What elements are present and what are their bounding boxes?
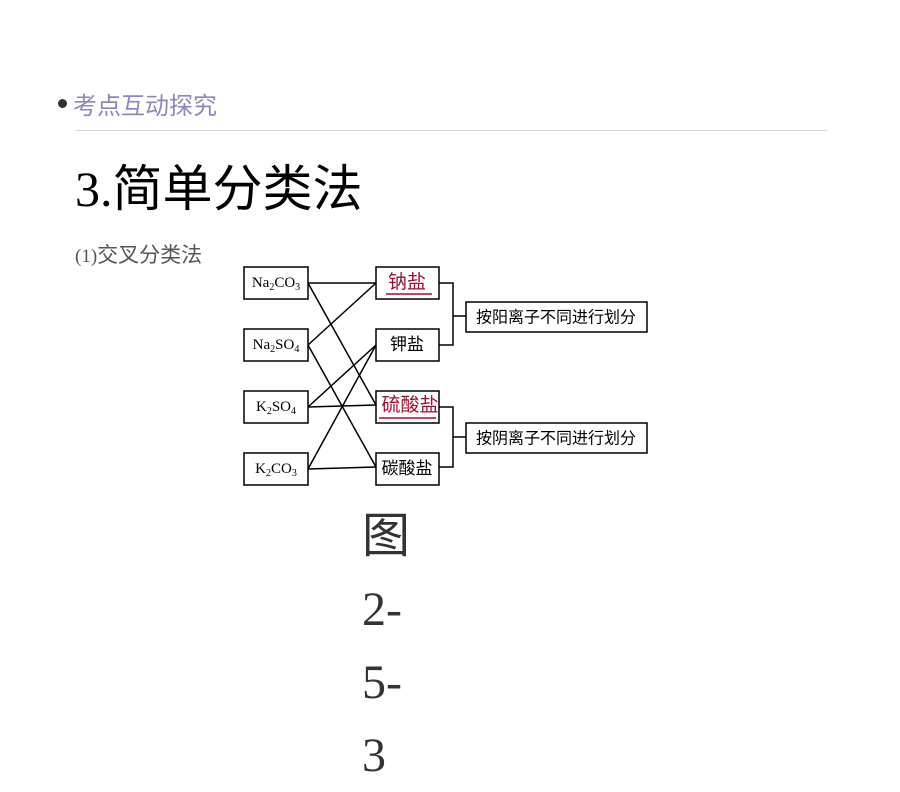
criterion-anion: 按阴离子不同进行划分 xyxy=(476,429,636,448)
compound-k2co3: K2CO3 xyxy=(255,461,297,479)
title-text: 简单分类法 xyxy=(112,160,363,218)
criterion-box-anion xyxy=(465,422,648,454)
figure-caption: 图 2-5-3 xyxy=(362,500,422,792)
bullet-icon xyxy=(58,98,67,108)
compound-na2co3: Na2CO3 xyxy=(252,275,300,293)
link-k2so4-potassium xyxy=(307,344,377,408)
category-box-potassium xyxy=(375,328,440,362)
header-divider xyxy=(75,130,827,131)
compound-na2so4: Na2SO4 xyxy=(253,337,300,355)
link-k2co3-carbonate xyxy=(307,466,377,470)
caption-number: 2-5-3 xyxy=(362,583,402,782)
subtitle-number: (1) xyxy=(75,246,98,267)
category-sodium-salt: 钠盐 xyxy=(388,271,426,293)
bracket-cation xyxy=(439,282,454,346)
criterion-cation: 按阳离子不同进行划分 xyxy=(476,308,636,327)
subtitle: (1)交叉分类法 xyxy=(75,240,202,272)
criteria-boxes: 按阳离子不同进行划分 按阴离子不同进行划分 xyxy=(465,301,648,454)
title-number: 3. xyxy=(75,161,113,217)
compound-box-na2so4 xyxy=(243,328,309,362)
cross-classification-diagram: Na2CO3 Na2SO4 K2SO4 K2CO3 钠盐 钾盐 硫酸盐 碳酸盐 … xyxy=(243,266,648,486)
category-sulfate-salt: 硫酸盐 xyxy=(381,394,438,416)
compound-box-k2co3 xyxy=(243,452,309,486)
compound-boxes: Na2CO3 Na2SO4 K2SO4 K2CO3 xyxy=(243,266,309,486)
section-header: 考点互动探究 xyxy=(58,88,217,120)
link-na2so4-sodium xyxy=(307,282,377,346)
category-carbonate-salt: 碳酸盐 xyxy=(382,459,433,479)
criterion-box-cation xyxy=(465,301,648,333)
category-boxes: 钠盐 钾盐 硫酸盐 碳酸盐 xyxy=(375,266,440,486)
page-title: 3.简单分类法 xyxy=(75,157,363,221)
caption-label: 图 xyxy=(362,510,411,563)
category-potassium-salt: 钾盐 xyxy=(390,335,424,355)
bracket-anion xyxy=(439,406,454,468)
compound-box-na2co3 xyxy=(243,266,309,300)
compound-box-k2so4 xyxy=(243,390,309,424)
section-label: 考点互动探究 xyxy=(73,91,217,120)
category-box-carbonate xyxy=(375,452,440,486)
connector-lines xyxy=(307,282,466,470)
subtitle-text: 交叉分类法 xyxy=(97,243,203,267)
link-k2co3-potassium xyxy=(307,344,377,470)
link-na2co3-carbonate xyxy=(307,282,377,406)
compound-k2so4: K2SO4 xyxy=(256,399,296,417)
